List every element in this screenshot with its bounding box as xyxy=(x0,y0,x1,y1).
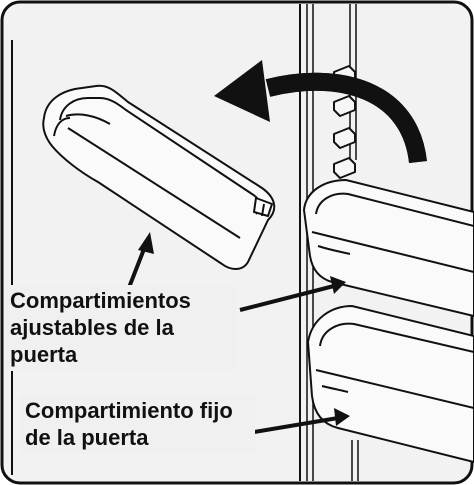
detached-door-bin xyxy=(42,84,276,270)
fixed-door-bin xyxy=(307,305,474,463)
callout-arrows xyxy=(126,232,350,434)
mounted-adjustable-bin xyxy=(303,179,474,317)
fixed-bin-label-line-2: de la puerta xyxy=(25,425,149,450)
adjustable-bins-label-line-2: ajustables de la xyxy=(10,315,174,340)
fixed-bin-label: Compartimiento fijo de la puerta xyxy=(19,395,255,454)
curved-arrow-icon xyxy=(214,60,427,164)
adjustable-bins-label: Compartimientos ajustables de la puerta xyxy=(4,285,236,371)
fixed-bin-label-line-1: Compartimiento fijo xyxy=(25,398,233,423)
adjustable-bins-label-line-1: Compartimientos xyxy=(10,288,191,313)
adjustable-bins-label-line-3: puerta xyxy=(10,342,78,367)
